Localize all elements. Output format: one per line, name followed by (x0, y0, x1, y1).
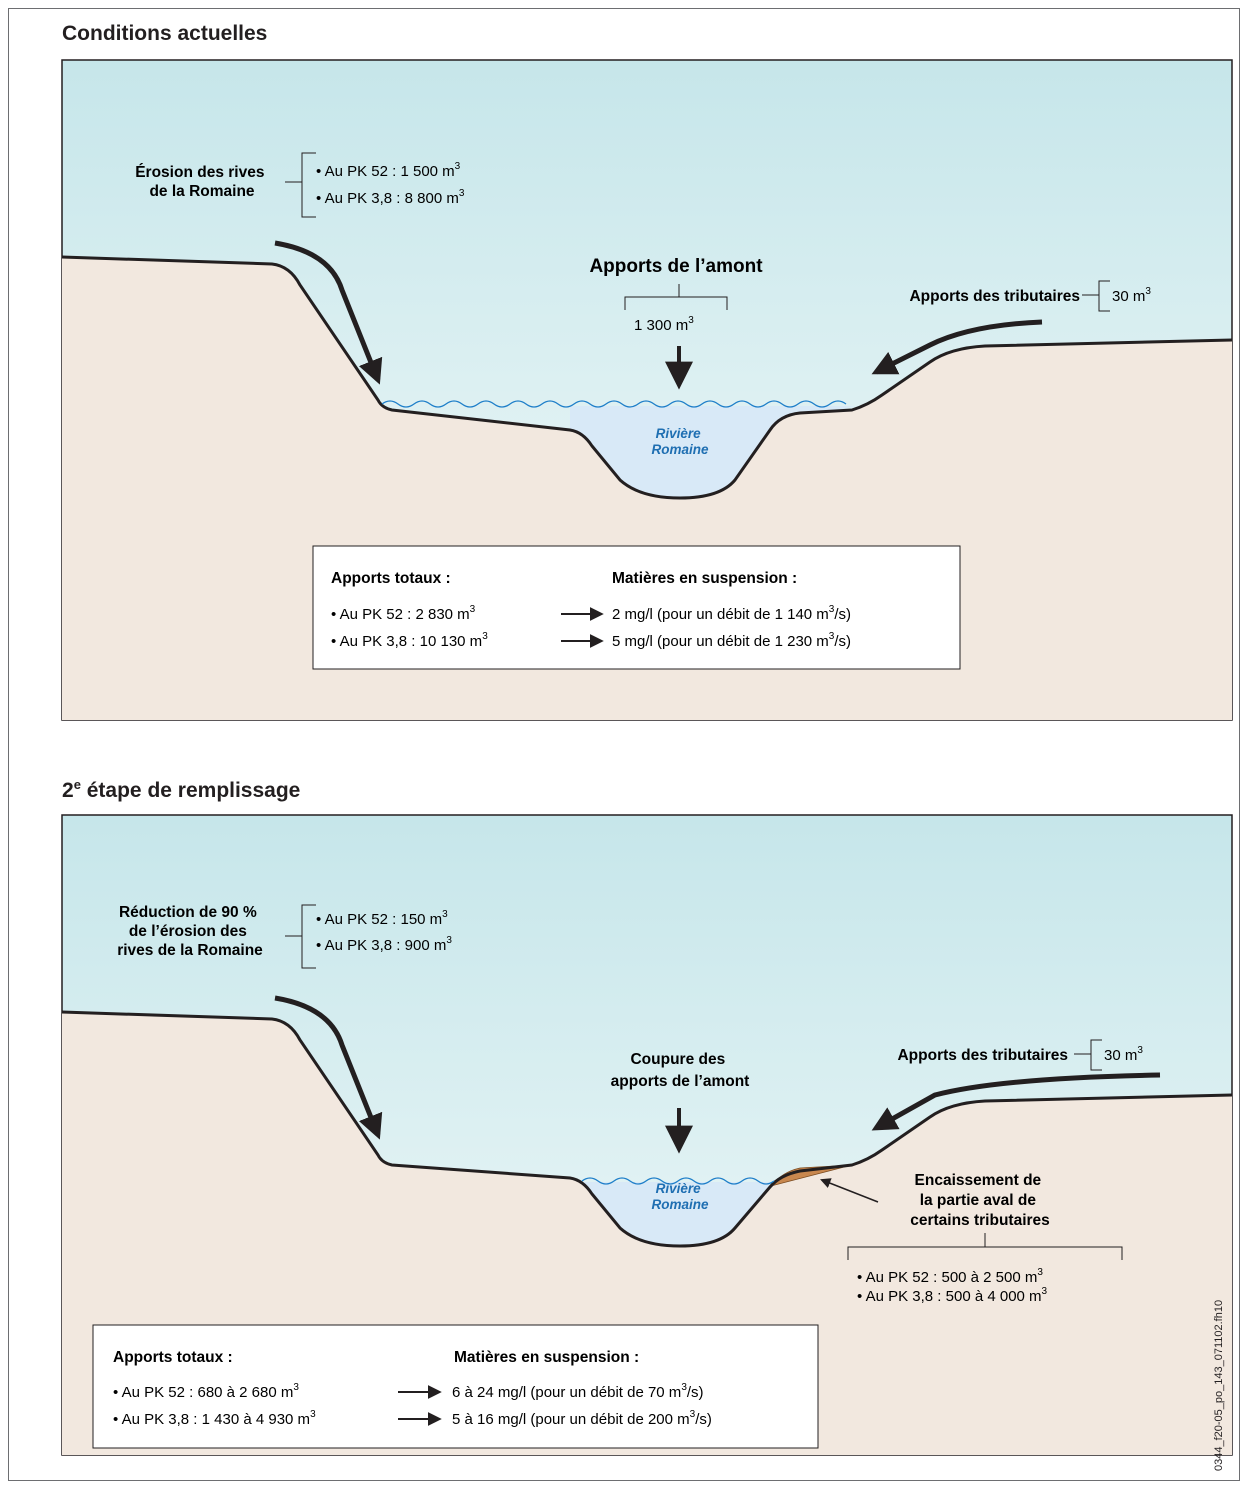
panel-1-tributaries-arrow (871, 319, 1043, 375)
panel-1-river-water (570, 406, 855, 498)
panel-1-upstream-label: Apports de l’amont (589, 256, 763, 277)
panel-2-tributaries-value: 30 m3 (1104, 1045, 1143, 1064)
panel-2-suspension-header: Matières en suspension : (454, 1349, 639, 1366)
panel-1-totals-row-2: • Au PK 3,8 : 10 130 m3 (331, 631, 488, 650)
panel-1-suspension-row-2: 5 mg/l (pour un débit de 1 230 m3/s) (612, 631, 851, 650)
panel-1-tributaries-value: 30 m3 (1112, 286, 1151, 305)
panel-1-totals-header: Apports totaux : (331, 570, 451, 587)
panel-1-upstream-value: 1 300 m3 (634, 315, 694, 334)
panel-2-erosion-arrow (274, 995, 383, 1140)
panel-2-suspension-row-1: 6 à 24 mg/l (pour un débit de 70 m3/s) (452, 1382, 704, 1401)
panel-1-totals-box (312, 545, 961, 670)
panel-1-terrain-line (61, 255, 1233, 500)
panel-1-erosion-arrow (274, 240, 383, 385)
panel-2-incision-arrow (820, 1178, 879, 1203)
figure-code: 0344_f20-05_po_143_071102.fh10 (1213, 1299, 1225, 1471)
panel-1-erosion-value-1: • Au PK 52 : 1 500 m3 (316, 161, 461, 180)
panel-1-erosion-bracket (285, 152, 316, 218)
panel-1-suspension-row-1: 2 mg/l (pour un débit de 1 140 m3/s) (612, 604, 851, 623)
panel-1: Érosion des rives de la Romaine • Au PK … (61, 59, 1233, 721)
panel-1-tributaries-label: Apports des tributaires (909, 288, 1080, 305)
panel-2-incision-value-1: • Au PK 52 : 500 à 2 500 m3 (857, 1267, 1043, 1286)
panel-2-water-surface (581, 1177, 775, 1185)
panel-1-totals-row-1: • Au PK 52 : 2 830 m3 (331, 604, 476, 623)
panel-2-title-text: étape de remplissage (80, 779, 301, 802)
panel-2-tributaries-arrow (871, 1072, 1161, 1131)
panel-1-erosion-value-2: • Au PK 3,8 : 8 800 m3 (316, 188, 465, 207)
panel-2-tributaries-label: Apports des tributaires (897, 1047, 1068, 1064)
panel-1-erosion-label: Érosion des rives de la Romaine (135, 164, 269, 200)
panel-2-erosion-bracket (285, 904, 316, 969)
panel-2-tributaries-bracket (1074, 1039, 1102, 1071)
panel-1-title: Conditions actuelles (62, 22, 268, 45)
panel-2-erosion-value-2: • Au PK 3,8 : 900 m3 (316, 935, 452, 954)
figure-frame (8, 8, 1240, 1481)
panel-2-totals-box (92, 1324, 819, 1449)
panel-2-totals-row-1: • Au PK 52 : 680 à 2 680 m3 (113, 1382, 299, 1401)
panel-1-suspension-header: Matières en suspension : (612, 570, 797, 587)
panel-2-upstream-label: Coupure des apports de l’amont (611, 1051, 750, 1090)
panel-2-erosion-value-1: • Au PK 52 : 150 m3 (316, 909, 448, 928)
panel-2-river-water (578, 1182, 778, 1246)
panel-2-totals-header: Apports totaux : (113, 1349, 233, 1366)
panel-2-terrain-line (61, 1010, 1233, 1248)
panel-2-title-superscript: e (73, 777, 81, 792)
panel-2-totals-row-2: • Au PK 3,8 : 1 430 à 4 930 m3 (113, 1409, 316, 1428)
panel-1-river-label: Rivière Romaine (651, 426, 709, 457)
panel-2-title-number: 2 (62, 779, 74, 802)
panel-2-suspension-row-2: 5 à 16 mg/l (pour un débit de 200 m3/s) (452, 1409, 712, 1428)
panel-2-title: 2e étape de remplissage (62, 777, 300, 803)
panel-2-river-label: Rivière Romaine (651, 1181, 709, 1212)
panel-2: Réduction de 90 % de l’érosion des rives… (61, 814, 1233, 1456)
panel-1-tributaries-bracket (1082, 280, 1110, 312)
panel-2-incision-label: Encaissement de la partie aval de certai… (910, 1172, 1050, 1229)
panel-2-incision-bracket (847, 1233, 1123, 1260)
panel-1-upstream-bracket (624, 284, 728, 310)
panel-1-water-surface (381, 400, 847, 408)
panel-2-incision-value-2: • Au PK 3,8 : 500 à 4 000 m3 (857, 1286, 1048, 1305)
panel-2-erosion-label: Réduction de 90 % de l’érosion des rives… (117, 904, 263, 959)
